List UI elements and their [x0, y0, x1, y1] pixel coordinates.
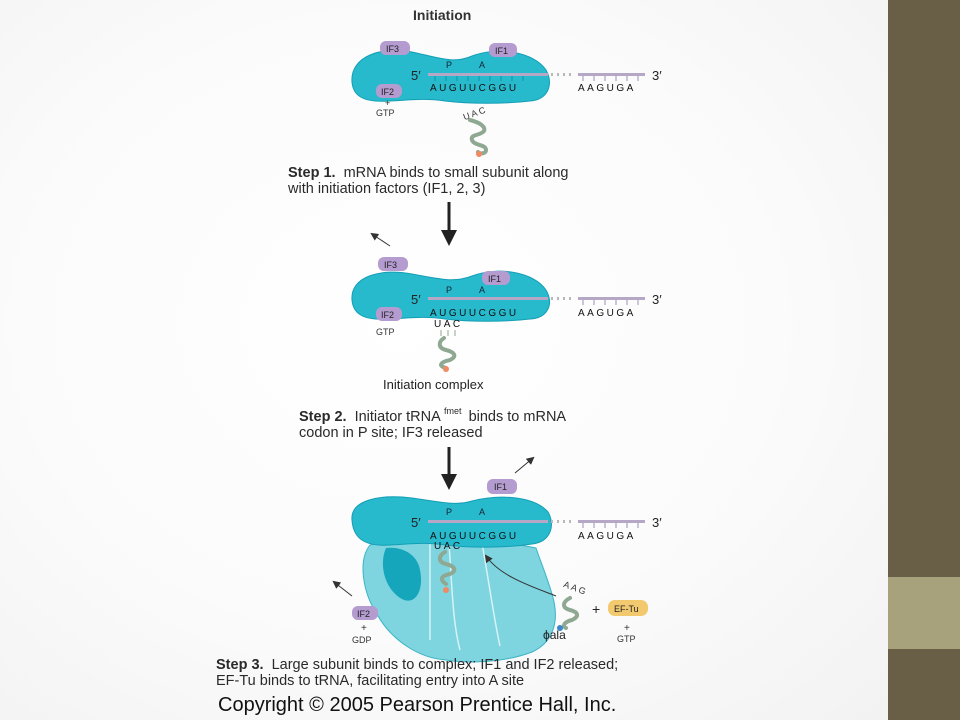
plus-sign: + — [592, 601, 600, 617]
ala-label: ϕala — [543, 628, 566, 642]
p-site-label: P — [446, 285, 452, 295]
svg-text:IF1: IF1 — [488, 274, 501, 284]
initiator-trna — [437, 550, 457, 593]
step3-caption-line2: EF-Tu binds to tRNA, facilitating entry … — [216, 673, 524, 689]
if2-factor: IF2 — [376, 84, 402, 98]
a-site-label: A — [479, 285, 485, 295]
mrna-strand-downstream — [578, 520, 645, 523]
mrna-codons: AUGUUCGGU — [430, 531, 519, 542]
svg-text:IF1: IF1 — [495, 46, 508, 56]
mrna-strand — [428, 297, 548, 300]
aminoacyl-trna: AAG — [557, 579, 589, 631]
svg-text:IF2: IF2 — [381, 87, 394, 97]
if1-factor: IF1 — [489, 43, 517, 57]
gtp-label: GTP — [617, 634, 636, 644]
step2-caption-line2: codon in P site; IF3 released — [299, 425, 483, 441]
a-site-label: A — [479, 60, 485, 70]
plus-sign: + — [385, 98, 390, 108]
mrna-strand — [428, 520, 548, 523]
if3-factor: IF3 — [380, 41, 410, 55]
if1-factor-released: IF1 — [487, 479, 517, 494]
copyright-notice: Copyright © 2005 Pearson Prentice Hall, … — [218, 694, 616, 716]
initiator-trna: UAC — [462, 104, 489, 157]
step3-caption-line1: Step 3. Large subunit binds to complex; … — [216, 657, 618, 673]
svg-text:EF-Tu: EF-Tu — [614, 604, 639, 614]
svg-text:IF3: IF3 — [386, 44, 399, 54]
mrna-downstream: AAGUGA — [578, 308, 636, 319]
three-prime-label: 3′ — [652, 292, 662, 307]
step1-caption-line1: Step 1. mRNA binds to small subunit alon… — [288, 165, 568, 181]
p-site-label: P — [446, 507, 452, 517]
initiator-trna — [437, 330, 457, 372]
svg-text:IF2: IF2 — [381, 310, 394, 320]
mrna-downstream: AAGUGA — [578, 83, 636, 94]
plus-sign: + — [624, 623, 630, 634]
mrna-codons: AUGUUCGGU — [430, 308, 519, 319]
svg-text:IF2: IF2 — [357, 609, 370, 619]
five-prime-label: 5′ — [411, 515, 421, 530]
five-prime-label: 5′ — [411, 68, 421, 83]
mrna-strand-downstream — [578, 73, 645, 76]
entry-arrow — [484, 554, 557, 597]
three-prime-label: 3′ — [652, 68, 662, 83]
initiation-complex-label: Initiation complex — [383, 377, 484, 392]
a-site-label: A — [479, 507, 485, 517]
svg-text:UAC: UAC — [462, 104, 489, 122]
ef-tu-factor: EF-Tu — [608, 600, 648, 616]
step2-caption-line1: Step 2. Initiator tRNA fmet binds to mRN… — [299, 402, 566, 425]
figure-title: Initiation — [413, 7, 471, 23]
gdp-label: GDP — [352, 635, 372, 645]
three-prime-label: 3′ — [652, 515, 662, 530]
if2-factor-released: IF2 — [352, 606, 378, 620]
panel-3: IF1 5′ 3′ P A AUGUUCGGU AAGUGA UAC AAG — [332, 456, 662, 663]
anticodon-label: UAC — [434, 541, 463, 552]
panel-1: 5′ 3′ P A AUGUUCGGU AAGUGA IF3 IF1 IF2 +… — [351, 41, 662, 157]
five-prime-label: 5′ — [411, 292, 421, 307]
translation-initiation-figure: Initiation 5′ 3′ P A AUGUUCGGU AAGUGA IF… — [216, 7, 662, 716]
plus-sign: + — [361, 623, 367, 634]
gtp-label: GTP — [376, 108, 395, 118]
panel-2: 5′ 3′ P A AUGUUCGGU AAGUGA UAC IF3 IF1 I… — [351, 232, 662, 392]
mrna-downstream: AAGUGA — [578, 531, 636, 542]
if2-factor: IF2 — [376, 307, 402, 321]
gtp-label: GTP — [376, 327, 395, 337]
sidebar-accent-block — [888, 577, 960, 649]
p-site-label: P — [446, 60, 452, 70]
flow-arrow-1 — [441, 202, 457, 246]
anticodon-label: UAC — [434, 319, 463, 330]
if1-factor: IF1 — [482, 271, 510, 285]
step1-caption-line2: with initiation factors (IF1, 2, 3) — [287, 181, 485, 197]
if3-factor-released: IF3 — [378, 257, 408, 271]
svg-text:IF1: IF1 — [494, 482, 507, 492]
mrna-strand-downstream — [578, 297, 645, 300]
mrna-codons: AUGUUCGGU — [430, 83, 519, 94]
svg-text:IF3: IF3 — [384, 260, 397, 270]
mrna-strand — [428, 73, 548, 76]
svg-text:AAG: AAG — [562, 579, 589, 597]
flow-arrow-2 — [441, 447, 457, 490]
